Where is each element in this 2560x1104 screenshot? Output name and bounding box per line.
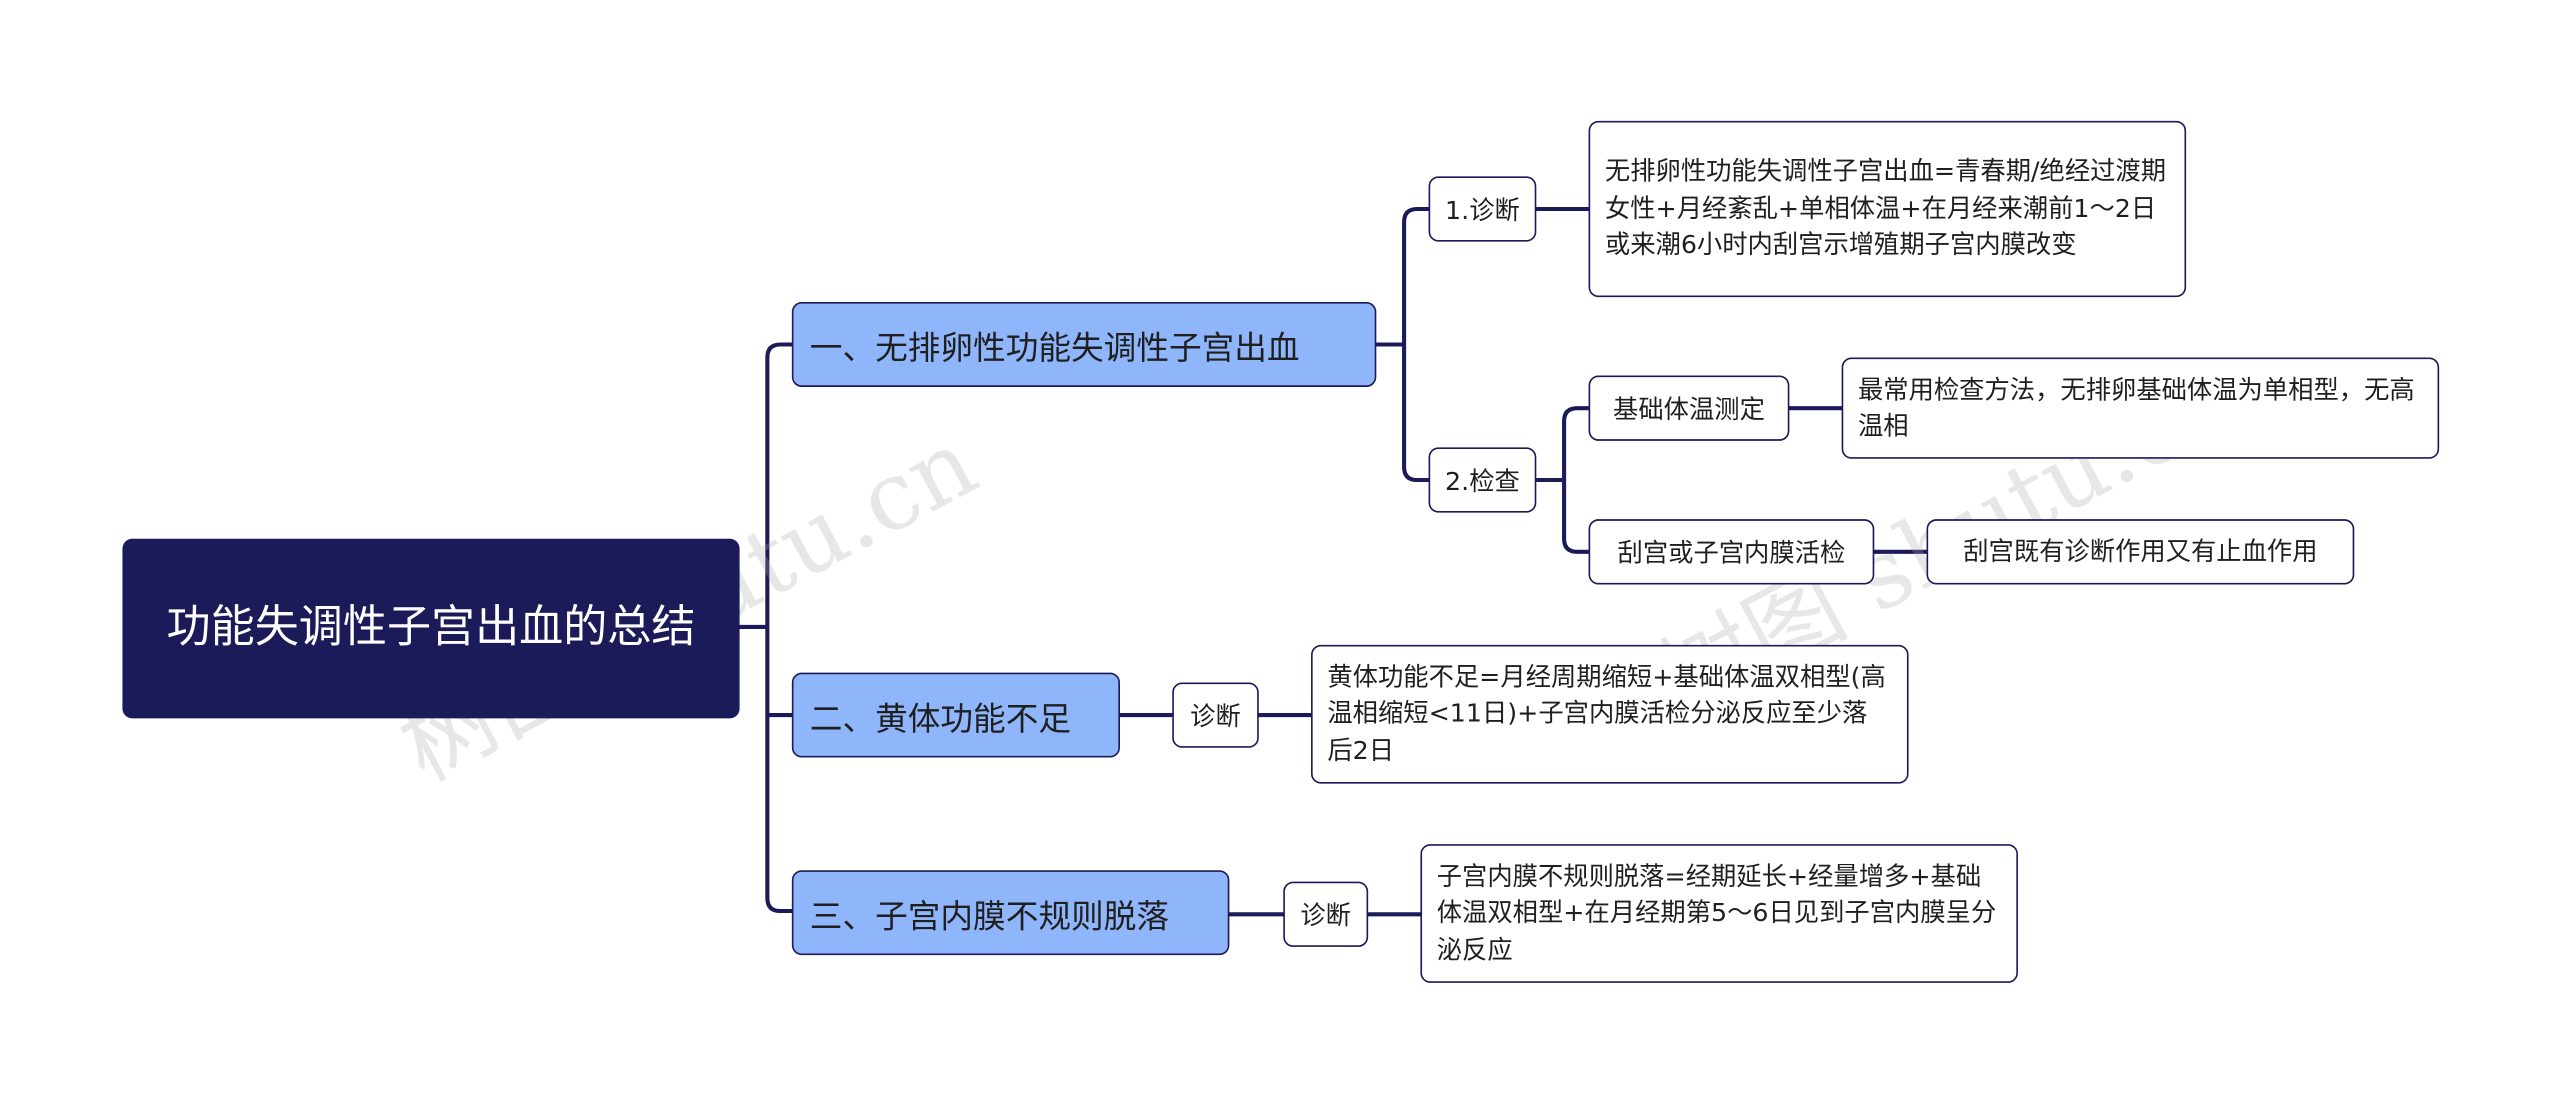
leaf-irregular-shedding-diagnosis[interactable]: 子宫内膜不规则脱落=经期延长+经量增多+基础体温双相型+在月经期第5～6日见到子…	[1420, 844, 2018, 983]
leaf-basal-body-temp[interactable]: 最常用检查方法，无排卵基础体温为单相型，无高温相	[1841, 357, 2440, 459]
leaf-text: 无排卵性功能失调性子宫出血=青春期/绝经过渡期女性+月经紊乱+单相体温+在月经来…	[1604, 157, 2167, 260]
root-node[interactable]: 功能失调性子宫出血的总结	[122, 538, 740, 719]
item-label: 基础体温测定	[1613, 395, 1765, 425]
branch-luteal-insufficiency[interactable]: 二、黄体功能不足	[791, 672, 1120, 758]
branch-label: 一、无排卵性功能失调性子宫出血	[809, 327, 1300, 367]
leaf-curettage[interactable]: 刮宫既有诊断作用又有止血作用	[1926, 519, 2355, 585]
sub-label: 诊断	[1300, 901, 1352, 931]
root-title: 功能失调性子宫出血的总结	[166, 603, 696, 654]
sub-examination[interactable]: 2.检查	[1428, 447, 1537, 513]
leaf-luteal-diagnosis[interactable]: 黄体功能不足=月经周期缩短+基础体温双相型(高温相缩短<11日)+子宫内膜活检分…	[1311, 644, 1909, 784]
sub-label: 诊断	[1190, 702, 1241, 732]
sub-diagnosis-2[interactable]: 诊断	[1172, 682, 1259, 748]
leaf-anovulatory-diagnosis[interactable]: 无排卵性功能失调性子宫出血=青春期/绝经过渡期女性+月经紊乱+单相体温+在月经来…	[1588, 120, 2187, 298]
sub-diagnosis-1[interactable]: 1.诊断	[1428, 176, 1537, 242]
branch-label: 三、子宫内膜不规则脱落	[809, 895, 1169, 935]
item-curettage-biopsy[interactable]: 刮宫或子宫内膜活检	[1588, 519, 1875, 585]
branch-anovulatory[interactable]: 一、无排卵性功能失调性子宫出血	[791, 302, 1377, 387]
leaf-text: 最常用检查方法，无排卵基础体温为单相型，无高温相	[1857, 374, 2415, 441]
sub-diagnosis-3[interactable]: 诊断	[1283, 881, 1369, 947]
item-label: 刮宫或子宫内膜活检	[1617, 538, 1846, 569]
branch-label: 二、黄体功能不足	[809, 697, 1072, 738]
branch-irregular-shedding[interactable]: 三、子宫内膜不规则脱落	[791, 870, 1230, 956]
leaf-text: 子宫内膜不规则脱落=经期延长+经量增多+基础体温双相型+在月经期第5～6日见到子…	[1436, 861, 1997, 965]
item-basal-body-temp[interactable]: 基础体温测定	[1588, 375, 1790, 441]
leaf-text: 黄体功能不足=月经周期缩短+基础体温双相型(高温相缩短<11日)+子宫内膜活检分…	[1327, 662, 1886, 766]
sub-label: 2.检查	[1445, 466, 1520, 497]
leaf-text: 刮宫既有诊断作用又有止血作用	[1963, 536, 2318, 567]
sub-label: 1.诊断	[1445, 195, 1520, 226]
